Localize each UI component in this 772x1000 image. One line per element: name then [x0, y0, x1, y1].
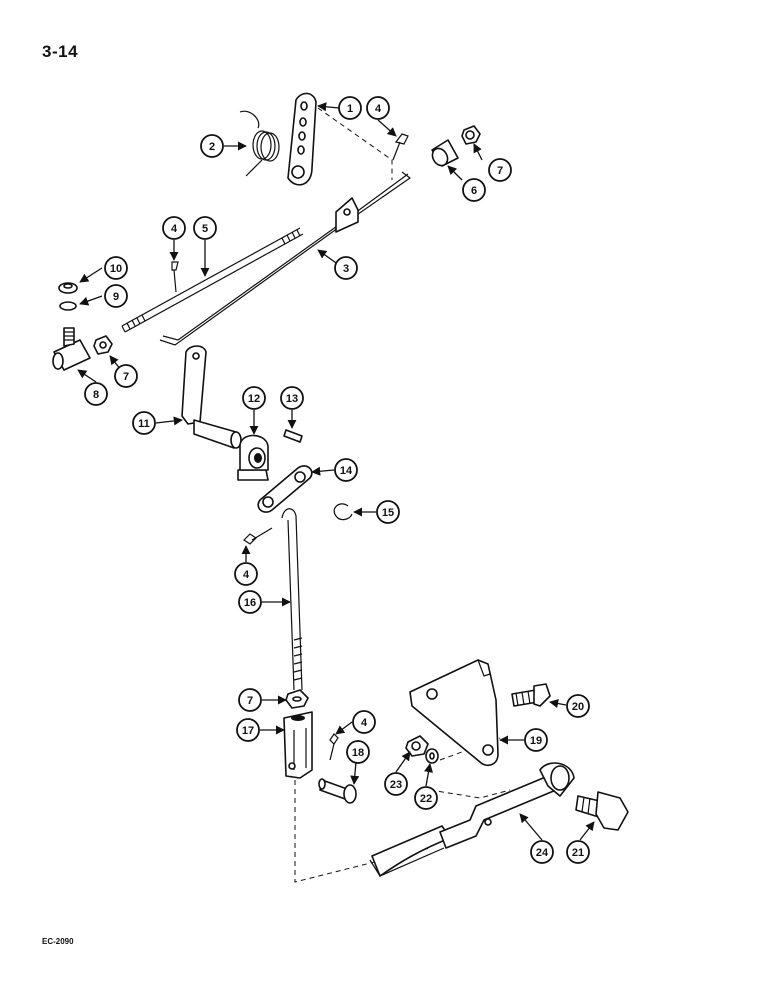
callout-12: 12: [242, 386, 266, 410]
svg-text:4: 4: [171, 223, 178, 235]
callout-6: 6: [462, 178, 486, 202]
part-bushing: [431, 139, 459, 167]
callout-14: 14: [334, 458, 358, 482]
part-cross-rod: [159, 171, 412, 346]
part-swivel-block: [52, 327, 91, 371]
svg-text:3: 3: [343, 263, 349, 275]
svg-text:12: 12: [248, 393, 260, 405]
callout-4b: 4: [162, 216, 186, 240]
svg-text:15: 15: [382, 507, 394, 519]
callout-7b: 7: [114, 364, 138, 388]
part-clevis: [283, 711, 313, 779]
svg-text:7: 7: [247, 695, 253, 707]
callout-7c: 7: [238, 688, 262, 712]
callout-13: 13: [280, 386, 304, 410]
part-nut-left: [58, 282, 78, 294]
callout-22: 22: [414, 786, 438, 810]
svg-text:19: 19: [530, 735, 542, 747]
svg-text:7: 7: [497, 165, 503, 177]
part-threaded-rod: [121, 227, 304, 333]
part-spring: [239, 110, 280, 177]
part-roll-pin: [283, 429, 303, 443]
callout-leaders: [77, 102, 595, 841]
svg-text:2: 2: [209, 141, 215, 153]
part-shaft-lever: [181, 345, 242, 449]
part-nut-lower: [405, 735, 429, 757]
svg-text:5: 5: [202, 223, 208, 235]
svg-text:6: 6: [471, 185, 477, 197]
callout-19: 19: [524, 728, 548, 752]
callout-7a: 7: [488, 158, 512, 182]
callout-4d: 4: [352, 710, 376, 734]
part-nut-mid: [93, 335, 113, 355]
part-cotter-pin-lower: [329, 733, 339, 761]
svg-text:1: 1: [347, 103, 353, 115]
part-bolt-lower: [575, 791, 629, 831]
alignment-lines: [294, 107, 511, 883]
callout-16: 16: [238, 590, 262, 614]
svg-text:18: 18: [352, 747, 364, 759]
callout-5: 5: [193, 216, 217, 240]
part-nut-rod: [285, 689, 309, 709]
callout-8: 8: [84, 382, 108, 406]
part-cotter-pin-middle: [243, 527, 273, 545]
callout-21: 21: [566, 840, 590, 864]
svg-text:21: 21: [572, 847, 584, 859]
part-upper-lever: [287, 92, 317, 186]
svg-text:16: 16: [244, 597, 256, 609]
part-lock-washer: [59, 301, 77, 311]
callout-17: 17: [236, 718, 260, 742]
svg-text:4: 4: [243, 569, 250, 581]
svg-text:4: 4: [361, 717, 368, 729]
svg-text:22: 22: [420, 793, 432, 805]
svg-text:24: 24: [536, 847, 549, 859]
part-vertical-rod: [281, 508, 303, 691]
part-pedal: [369, 762, 575, 877]
callout-23: 23: [384, 772, 408, 796]
callout-20: 20: [566, 694, 590, 718]
part-link-plate: [257, 465, 313, 513]
svg-text:9: 9: [113, 291, 119, 303]
svg-text:20: 20: [572, 701, 584, 713]
figure-code: EC-2090: [42, 937, 74, 946]
svg-text:4: 4: [375, 103, 382, 115]
callout-24: 24: [530, 840, 554, 864]
part-bolt-upper: [511, 683, 551, 707]
part-cotter-pin-left: [171, 261, 179, 293]
part-bracket: [409, 659, 499, 767]
callout-1: 1: [338, 96, 362, 120]
part-clevis-pin: [318, 778, 357, 804]
part-cotter-pin-top: [392, 133, 409, 161]
svg-text:8: 8: [93, 389, 99, 401]
part-washer-lower: [425, 748, 439, 764]
callout-4c: 4: [234, 562, 258, 586]
svg-text:10: 10: [110, 263, 122, 275]
callout-15: 15: [376, 500, 400, 524]
callout-2: 2: [200, 134, 224, 158]
callout-18: 18: [346, 740, 370, 764]
part-snap-ring: [333, 503, 353, 521]
svg-text:11: 11: [138, 418, 150, 430]
callout-11: 11: [132, 411, 156, 435]
callout-10: 10: [104, 256, 128, 280]
svg-text:14: 14: [340, 465, 353, 477]
page-number: 3-14: [42, 42, 79, 61]
callout-9: 9: [104, 284, 128, 308]
callout-3: 3: [334, 256, 358, 280]
svg-text:23: 23: [390, 779, 402, 791]
part-collar: [237, 434, 269, 481]
part-nut-top: [461, 125, 481, 145]
svg-text:13: 13: [286, 393, 298, 405]
callout-4a: 4: [366, 96, 390, 120]
svg-text:7: 7: [123, 371, 129, 383]
svg-text:17: 17: [242, 725, 254, 737]
